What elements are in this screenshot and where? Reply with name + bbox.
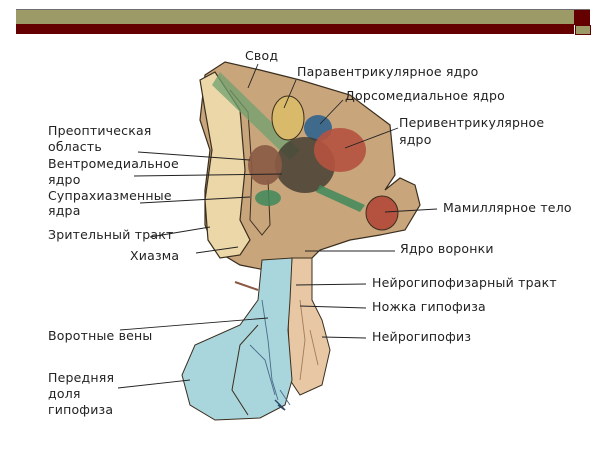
- label-suprachiasmatic-nuclei-line2: ядра: [48, 203, 81, 218]
- label-anterior-lobe-line3: гипофиза: [48, 402, 114, 417]
- label-neurohypophysis: Нейрогипофиз: [372, 329, 472, 344]
- label-neurohypophyseal-tract: Нейрогипофизарный тракт: [372, 275, 557, 290]
- label-periventricular-nucleus-line1: Перивентрикулярное: [399, 115, 545, 130]
- header-square-maroon: [574, 9, 590, 25]
- label-svod: Свод: [245, 48, 279, 63]
- anterior-lobe: [181, 257, 293, 421]
- label-mammillary-body: Мамиллярное тело: [443, 200, 572, 215]
- fornix: [212, 72, 300, 160]
- suprachiasmatic-nucleus: [255, 190, 281, 206]
- label-portal-veins: Воротные вены: [48, 328, 153, 343]
- header-square-olive: [575, 25, 591, 35]
- label-periventricular-nucleus-line2: ядро: [399, 132, 432, 147]
- label-ventromedial-nucleus-line1: Вентромедиальное: [48, 156, 179, 171]
- label-suprachiasmatic-nuclei-line1: Супрахиазменные: [48, 188, 172, 203]
- label-anterior-lobe-line2: доля: [48, 386, 81, 401]
- label-anterior-lobe-line1: Передняя: [48, 370, 115, 385]
- label-infundibular-nucleus: Ядро воронки: [400, 241, 494, 256]
- label-ventromedial-nucleus-line2: ядро: [48, 172, 81, 187]
- paraventricular-nucleus: [271, 95, 305, 141]
- label-optic-tract: Зрительный тракт: [48, 227, 174, 242]
- label-dorsomedial-nucleus: Дорсомедиальное ядро: [345, 88, 505, 103]
- ventromedial-nucleus: [248, 145, 282, 185]
- mammillary-body: [365, 195, 399, 231]
- label-preoptic-area-line1: Преоптическая: [48, 123, 152, 138]
- label-chiasm: Хиазма: [130, 248, 180, 263]
- header-bar-olive: [16, 9, 574, 25]
- periventricular-nucleus: [314, 128, 366, 172]
- header-bar-maroon: [16, 24, 574, 34]
- label-preoptic-area-line2: область: [48, 139, 102, 154]
- leader-lines: [117, 63, 438, 389]
- posterior-lobe: [287, 257, 331, 396]
- label-pituitary-stalk: Ножка гипофиза: [372, 299, 486, 314]
- label-paraventricular-nucleus: Паравентрикулярное ядро: [297, 64, 479, 79]
